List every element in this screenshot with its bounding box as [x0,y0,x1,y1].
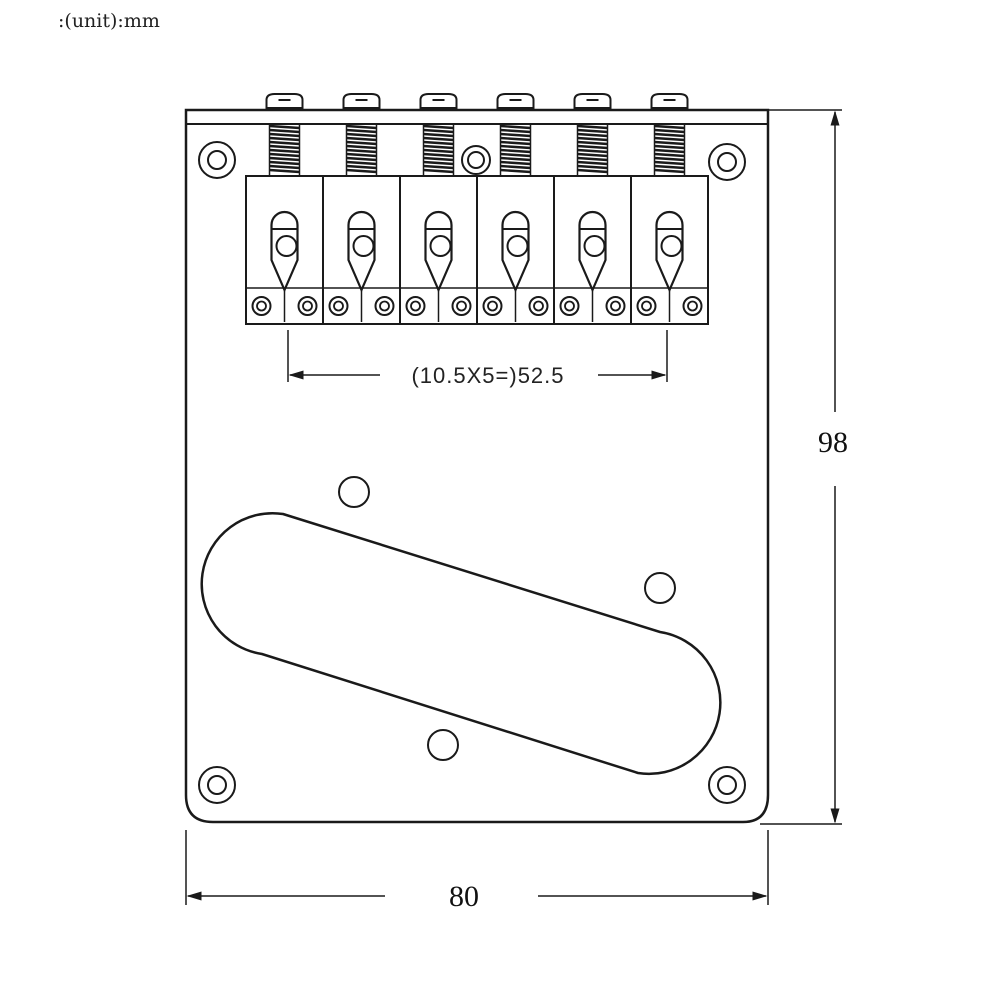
intonation-screw-icon [419,93,458,109]
height-screw-icon [482,296,503,316]
spring-icon [576,124,609,175]
saddle-slot-icon [424,210,453,322]
mounting-holes [198,141,746,804]
saddle-5 [553,93,632,325]
height-dimension: 98 [760,109,848,825]
height-screw-icon [636,296,657,316]
spring-icon [345,124,378,175]
height-screw-icon [374,296,395,316]
intonation-screw-icon [342,93,381,109]
width-dimension: 80 [185,830,769,913]
saddle-slot-icon [270,210,299,322]
height-screw-icon [251,296,272,316]
saddle-slot-icon [578,210,607,322]
pickup-cutout [200,512,722,776]
height-screw-icon [405,296,426,316]
pickup-screw-holes [338,476,676,761]
center-hole [461,145,491,175]
height-label: 98 [818,426,848,459]
height-screw-icon [682,296,703,316]
saddle-3 [399,93,478,325]
mounting-hole-top-left [198,141,236,179]
intonation-screw-icon [650,93,689,109]
height-screw-icon [605,296,626,316]
height-screw-icon [559,296,580,316]
intonation-screw-icon [496,93,535,109]
mounting-hole-bottom-right [708,766,746,804]
height-screw-icon [328,296,349,316]
mounting-hole-bottom-left [198,766,236,804]
mounting-hole-top-right [708,143,746,181]
spring-icon [422,124,455,175]
saddle-slot-icon [655,210,684,322]
spring-icon [499,124,532,175]
saddle-2 [322,93,401,325]
unit-label: :(unit):mm [58,10,160,32]
intonation-screw-icon [265,93,304,109]
spring-icon [653,124,686,175]
saddle-slot-icon [347,210,376,322]
height-screw-icon [297,296,318,316]
saddle-6 [630,93,709,325]
height-screw-icon [528,296,549,316]
saddle-4 [476,93,555,325]
string-spacing-label: (10.5X5=)52.5 [411,363,564,388]
height-screw-icon [451,296,472,316]
string-spacing-dimension: (10.5X5=)52.5 [287,330,668,388]
intonation-screw-icon [573,93,612,109]
saddles [245,93,709,325]
saddle-slot-icon [501,210,530,322]
spring-icon [268,124,301,175]
width-label: 80 [449,880,479,913]
